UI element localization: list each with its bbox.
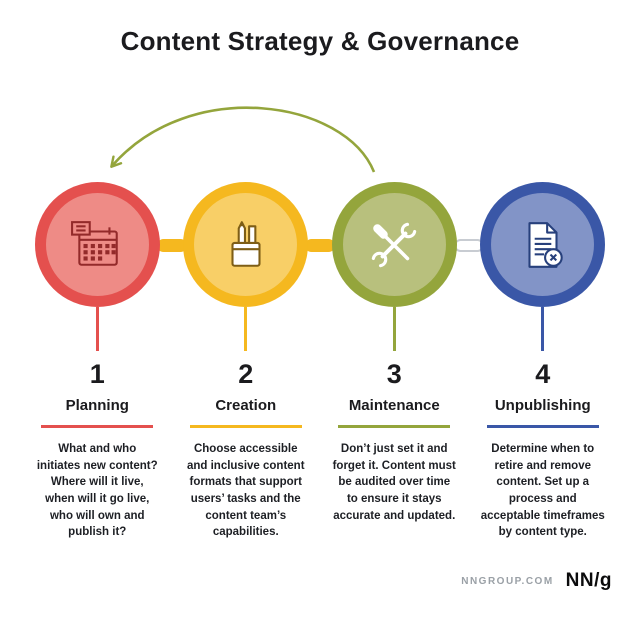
step-description: What and who initiates new content? Wher… xyxy=(36,443,158,539)
steps-text-row: 1 Planning What and who initiates new co… xyxy=(23,307,617,541)
step-rule xyxy=(41,425,154,428)
step-stem xyxy=(392,307,396,351)
step-circle-creation-inner xyxy=(194,193,298,296)
step-title: Planning xyxy=(65,397,129,414)
step-circle-planning xyxy=(34,182,160,307)
step-rule xyxy=(338,425,451,428)
step-circle-unpublishing xyxy=(480,182,606,307)
step-stem xyxy=(95,307,99,351)
step-title: Unpublishing xyxy=(494,397,591,414)
connector-creation-maintenance xyxy=(305,239,335,252)
step-stem xyxy=(541,307,545,351)
step-circle-maintenance-inner xyxy=(342,193,446,296)
step-description: Don’t just set it and forget it. Content… xyxy=(332,443,456,522)
footer: NNGROUP.COM NN/g xyxy=(461,570,612,592)
connector-planning-creation xyxy=(156,239,187,252)
step-description: Choose accessible and inclusive content … xyxy=(186,443,305,539)
step-circle-maintenance xyxy=(331,182,457,307)
step-column-maintenance: 3 Maintenance Don’t just set it and forg… xyxy=(320,307,469,541)
document-remove-icon xyxy=(516,218,570,272)
step-description: Determine when to retire and remove cont… xyxy=(480,443,605,539)
step-column-creation: 2 Creation Choose accessible and inclusi… xyxy=(172,307,321,541)
step-rule xyxy=(189,425,302,428)
calendar-note-icon xyxy=(70,218,124,272)
step-number: 3 xyxy=(386,359,402,389)
pencil-cup-icon xyxy=(219,218,273,272)
step-number: 2 xyxy=(238,359,254,389)
step-circle-creation xyxy=(183,182,309,307)
step-stem xyxy=(244,307,248,351)
nngroup-url: NNGROUP.COM xyxy=(461,575,554,587)
step-title: Creation xyxy=(215,397,277,414)
step-rule xyxy=(486,425,599,428)
step-circle-planning-inner xyxy=(45,193,149,296)
tools-icon xyxy=(367,218,421,272)
step-circle-unpublishing-inner xyxy=(491,193,595,296)
page-title: Content Strategy & Governance xyxy=(120,26,520,56)
step-column-unpublishing: 4 Unpublishing Determine when to retire … xyxy=(469,307,618,541)
step-number: 4 xyxy=(535,359,551,389)
nng-logo: NN/g xyxy=(565,570,612,591)
connector-maintenance-unpublishing xyxy=(453,239,484,252)
step-column-planning: 1 Planning What and who initiates new co… xyxy=(23,307,172,541)
step-number: 1 xyxy=(89,359,105,389)
step-title: Maintenance xyxy=(348,397,440,414)
